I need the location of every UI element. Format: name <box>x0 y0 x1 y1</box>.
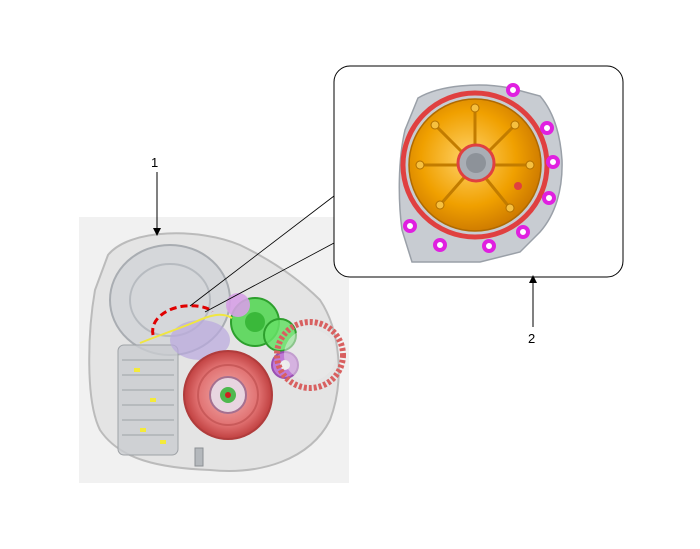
highlight-dashed-outline <box>151 304 214 336</box>
callout-label-1: 1 <box>151 155 159 170</box>
bolt <box>516 225 530 239</box>
leader-line-bottom <box>204 242 335 313</box>
callout-label-2: 2 <box>528 331 536 346</box>
bolt <box>542 191 556 205</box>
bottom-fitting <box>194 447 204 467</box>
bolt <box>546 155 560 169</box>
purple-ring-left <box>170 320 230 360</box>
bolt <box>403 219 417 233</box>
yellow-harness <box>139 313 233 344</box>
bolt <box>506 83 520 97</box>
bolt <box>482 239 496 253</box>
purple-gear-top <box>226 293 250 317</box>
inset-detail <box>333 65 624 278</box>
bolt <box>540 121 554 135</box>
leader-line-top <box>189 195 335 307</box>
bolt <box>433 238 447 252</box>
valve-body <box>117 344 179 456</box>
transmission-assembly <box>79 217 349 483</box>
red-ring-gear <box>274 319 346 391</box>
bolt-group <box>403 83 560 253</box>
